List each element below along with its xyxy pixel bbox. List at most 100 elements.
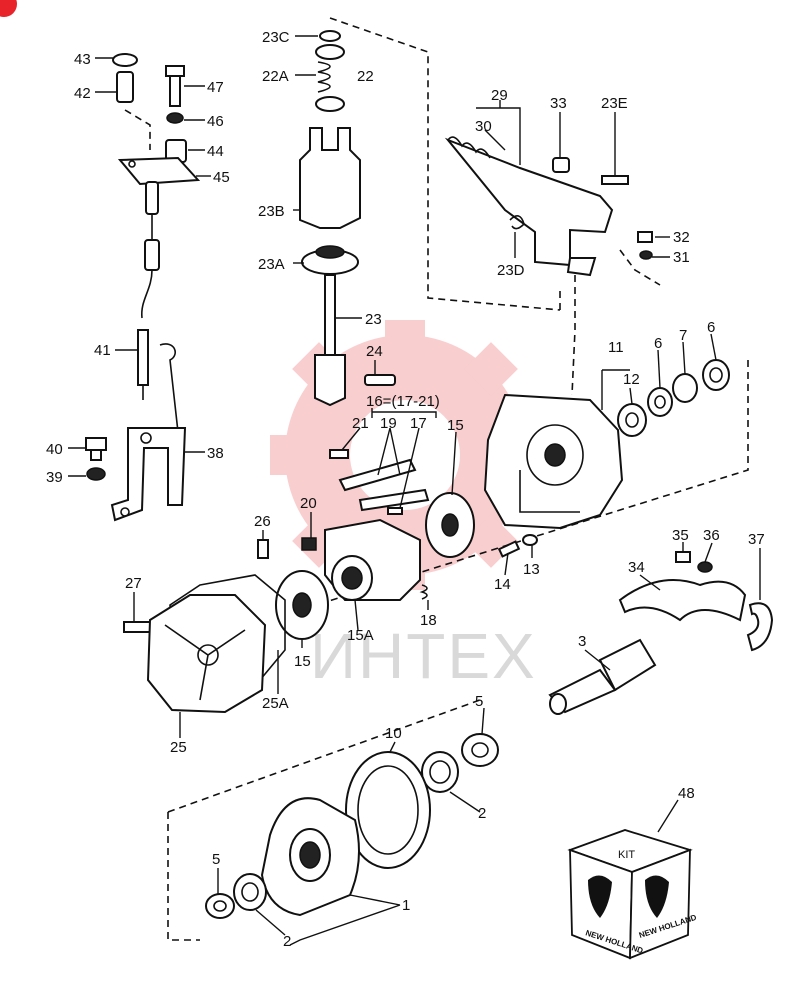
part-31-washer [639, 250, 653, 260]
callout-10: 10 [385, 725, 402, 742]
part-6-seal-a [647, 387, 673, 417]
part-17-pin [387, 507, 403, 515]
part-main-housing [483, 393, 624, 530]
part-42-sleeve [116, 71, 134, 103]
part-21-bolt [329, 449, 349, 459]
part-6-seal-b [702, 359, 730, 391]
callout-3: 3 [578, 633, 586, 650]
part-26-dowel [257, 539, 269, 559]
dashed-outline-mid [299, 360, 749, 611]
kit-label: KIT [618, 849, 635, 861]
callout-42: 42 [74, 85, 91, 102]
kit-box: KIT NEW HOLLAND NEW HOLLAND [567, 829, 698, 960]
callout-20: 20 [300, 495, 317, 512]
callout-32: 32 [673, 229, 690, 246]
callout-22A: 22A [262, 68, 289, 85]
callout-44: 44 [207, 143, 224, 160]
callout-40: 40 [46, 441, 63, 458]
callout-34: 34 [628, 559, 645, 576]
part-34-shield [618, 579, 747, 622]
part-7-ring [672, 373, 698, 403]
callout-17: 17 [410, 415, 427, 432]
part-14-bolt [497, 540, 521, 558]
part-cable-assembly [141, 181, 160, 319]
callout-48: 48 [678, 785, 695, 802]
dashed-outline-bottom-left [167, 812, 200, 941]
callout-6-a: 6 [654, 335, 662, 352]
callout-29: 29 [491, 87, 508, 104]
new-holland-logo-icon [588, 875, 669, 918]
callout-23B: 23B [258, 203, 285, 220]
callout-11: 11 [608, 339, 624, 356]
callout-41: 41 [94, 342, 111, 359]
callout-33: 33 [550, 95, 567, 112]
part-5-nut-upper [461, 733, 499, 767]
part-18-spring [419, 584, 428, 600]
part-22-spring-assembly [315, 44, 345, 112]
part-bracket-foot [566, 257, 597, 277]
part-37-clamp [746, 602, 774, 652]
part-38-bracket [110, 427, 187, 522]
dashed-connector-bracket [619, 249, 661, 286]
part-23D-clip [509, 215, 525, 230]
dashed-connector-housing [571, 275, 576, 396]
callout-46: 46 [207, 113, 224, 130]
callout-38: 38 [207, 445, 224, 462]
callout-22: 22 [357, 68, 374, 85]
callout-39: 39 [46, 469, 63, 486]
callout-15A: 15A [347, 627, 374, 644]
callout-31: 31 [673, 249, 690, 266]
part-15-gear-upper [425, 492, 475, 558]
callout-18: 18 [420, 612, 437, 629]
part-36-nut [697, 561, 713, 573]
part-5-nut-lower [205, 893, 235, 919]
part-13-washer [522, 534, 538, 546]
part-10-gasket [345, 751, 431, 869]
part-15A-pump-body [324, 518, 421, 601]
callout-6-b: 6 [707, 319, 715, 336]
part-3-drive-shaft [548, 638, 657, 715]
callout-30: 30 [475, 118, 492, 135]
part-46-washer [166, 112, 184, 124]
callout-23D: 23D [497, 262, 525, 279]
callout-23A: 23A [258, 256, 285, 273]
callout-14: 14 [494, 576, 511, 593]
dashed-outline-top [329, 17, 561, 311]
callout-19: 19 [380, 415, 397, 432]
part-25-cover [146, 594, 267, 714]
callout-36: 36 [703, 527, 720, 544]
part-23E-screw [601, 175, 629, 185]
callout-12: 12 [623, 371, 640, 388]
callout-25: 25 [170, 739, 187, 756]
leader-lines [68, 35, 761, 946]
callout-15-lower: 15 [294, 653, 311, 670]
part-41-rod [137, 329, 181, 451]
part-2-bearing-lower [233, 873, 267, 911]
part-12-bearing [617, 403, 647, 437]
callout-23E: 23E [601, 95, 628, 112]
part-27-bolt [123, 621, 151, 633]
part-23C-clip [319, 30, 341, 42]
callout-27: 27 [125, 575, 142, 592]
part-29-lever-assembly [444, 136, 614, 267]
part-40-bolt [85, 437, 107, 461]
part-1-flange [260, 797, 360, 917]
part-15-gear-lower [275, 570, 329, 640]
part-32-screw [637, 231, 653, 243]
callout-2-lower: 2 [283, 933, 291, 950]
part-23B-weight-carrier [299, 127, 361, 229]
part-33-plug [552, 157, 570, 173]
dashed-connector-cable [124, 109, 151, 150]
callout-21: 21 [352, 415, 369, 432]
part-47-bolt [165, 65, 185, 107]
callout-1: 1 [402, 897, 410, 914]
watermark-text: ИНТЕХ [310, 620, 537, 692]
callout-47: 47 [207, 79, 224, 96]
part-35-bolt [675, 551, 691, 563]
callout-13: 13 [523, 561, 540, 578]
part-39-washer [86, 467, 106, 481]
callout-2-upper: 2 [478, 805, 486, 822]
part-24-pin [364, 374, 396, 386]
callout-23: 23 [365, 311, 382, 328]
